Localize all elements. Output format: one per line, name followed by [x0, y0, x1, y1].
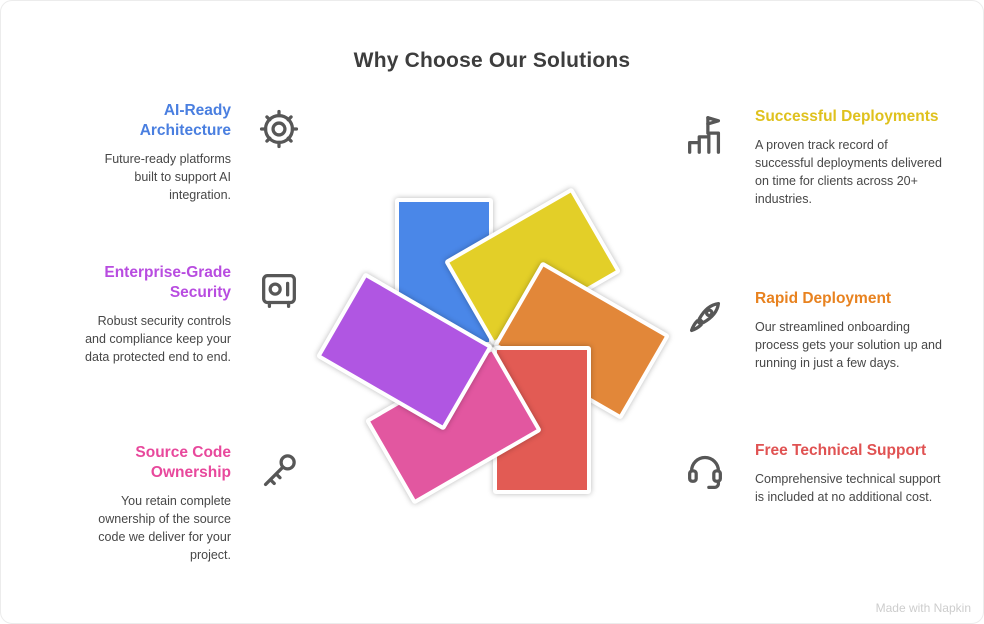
- petal-purple: [315, 272, 493, 431]
- section-heading: Successful Deployments: [755, 108, 939, 125]
- petal-blue: [395, 198, 493, 346]
- section-body: Comprehensive technical support is inclu…: [755, 471, 941, 504]
- section-heading: Source Code Ownership: [135, 444, 231, 481]
- section-heading: Free Technical Support: [755, 442, 927, 459]
- petal-red: [493, 346, 591, 494]
- key-icon: [251, 443, 307, 499]
- section-ai-ready-architecture: AI-Ready Architecture Future-ready platf…: [79, 101, 307, 204]
- section-enterprise-grade-security: Enterprise-Grade Security Robust securit…: [79, 263, 307, 366]
- section-source-code-ownership: Source Code Ownership You retain complet…: [79, 443, 307, 564]
- gear-icon: [251, 101, 307, 157]
- section-free-technical-support: Free Technical Support Comprehensive tec…: [677, 441, 945, 506]
- section-body: A proven track record of successful depl…: [755, 137, 942, 207]
- rocket-icon: [677, 289, 733, 345]
- section-rapid-deployment: Rapid Deployment Our streamlined onboard…: [677, 289, 945, 372]
- headset-icon: [677, 441, 733, 497]
- section-heading: Rapid Deployment: [755, 290, 892, 307]
- vault-icon: [251, 263, 307, 319]
- section-body: Robust security controls and compliance …: [85, 313, 231, 364]
- watermark: Made with Napkin: [875, 601, 971, 615]
- petal-pink: [364, 346, 542, 505]
- section-successful-deployments: Successful Deployments A proven track re…: [677, 107, 945, 208]
- section-body: Our streamlined onboarding process gets …: [755, 319, 942, 371]
- section-body: Future-ready platforms built to support …: [104, 151, 231, 202]
- section-heading: AI-Ready Architecture: [139, 102, 231, 139]
- petal-orange: [493, 261, 671, 420]
- section-heading: Enterprise-Grade Security: [104, 264, 231, 301]
- page-title: Why Choose Our Solutions: [353, 49, 631, 72]
- section-body: You retain complete ownership of the sou…: [98, 493, 231, 563]
- milestone-flag-icon: [677, 107, 733, 163]
- petal-yellow: [444, 187, 622, 346]
